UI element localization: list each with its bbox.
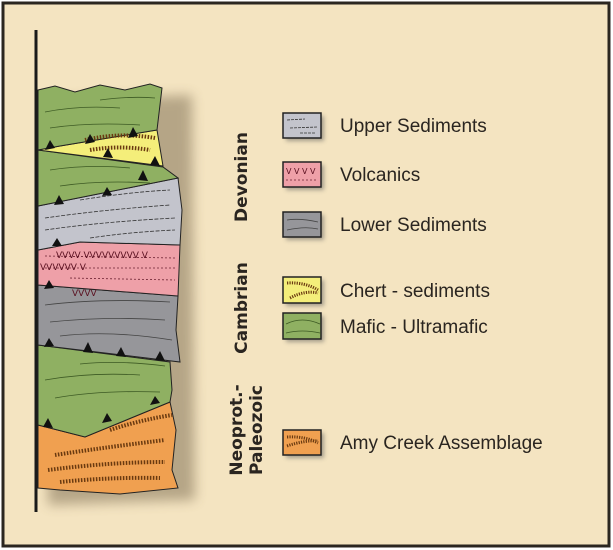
svg-text:V V V V: V V V V (286, 167, 316, 176)
period-neoprot-line2: Paleozoic (247, 385, 267, 475)
layer-mafic-lower (37, 344, 173, 438)
layer-textures: VVVV VVVVVVVVV V VVVVVV V VVVV (40, 96, 176, 484)
period-cambrian: Cambrian (232, 262, 252, 354)
svg-text:VVVVVV V: VVVVVV V (40, 263, 87, 273)
layer-mafic-middle (37, 149, 180, 207)
period-devonian: Devonian (232, 132, 252, 222)
svg-text:VVVV VVVVVVVVV V: VVVV VVVVVVVVV V (56, 251, 149, 261)
legend-item-lower-sediments: Lower Sediments (282, 211, 487, 240)
legend-swatch (282, 312, 322, 340)
period-neoprot-line1: Neoprot.- (227, 384, 247, 475)
legend-label: Upper Sediments (340, 116, 487, 137)
legend-label: Volcanics (340, 165, 420, 186)
legend-label: Mafic - Ultramafic (340, 317, 488, 338)
legend-item-amy-creek: Amy Creek Assemblage (282, 429, 543, 458)
svg-text:VVVV: VVVV (72, 289, 97, 299)
legend-label: Lower Sediments (340, 215, 487, 236)
legend-label: Chert - sediments (340, 281, 490, 302)
legend-swatch (282, 211, 322, 238)
legend-item-mafic: Mafic - Ultramafic (282, 312, 488, 342)
legend: Upper Sediments V V V V Volcanics Lower … (282, 112, 543, 458)
legend-swatch (282, 276, 322, 304)
legend-item-upper-sediments: Upper Sediments (282, 112, 487, 141)
legend-swatch (282, 112, 322, 139)
legend-item-chert: Chert - sediments (282, 276, 490, 306)
legend-swatch (282, 161, 322, 188)
legend-item-volcanics: V V V V Volcanics (282, 161, 420, 190)
thrust-markers (43, 127, 165, 428)
legend-label: Amy Creek Assemblage (340, 433, 543, 454)
